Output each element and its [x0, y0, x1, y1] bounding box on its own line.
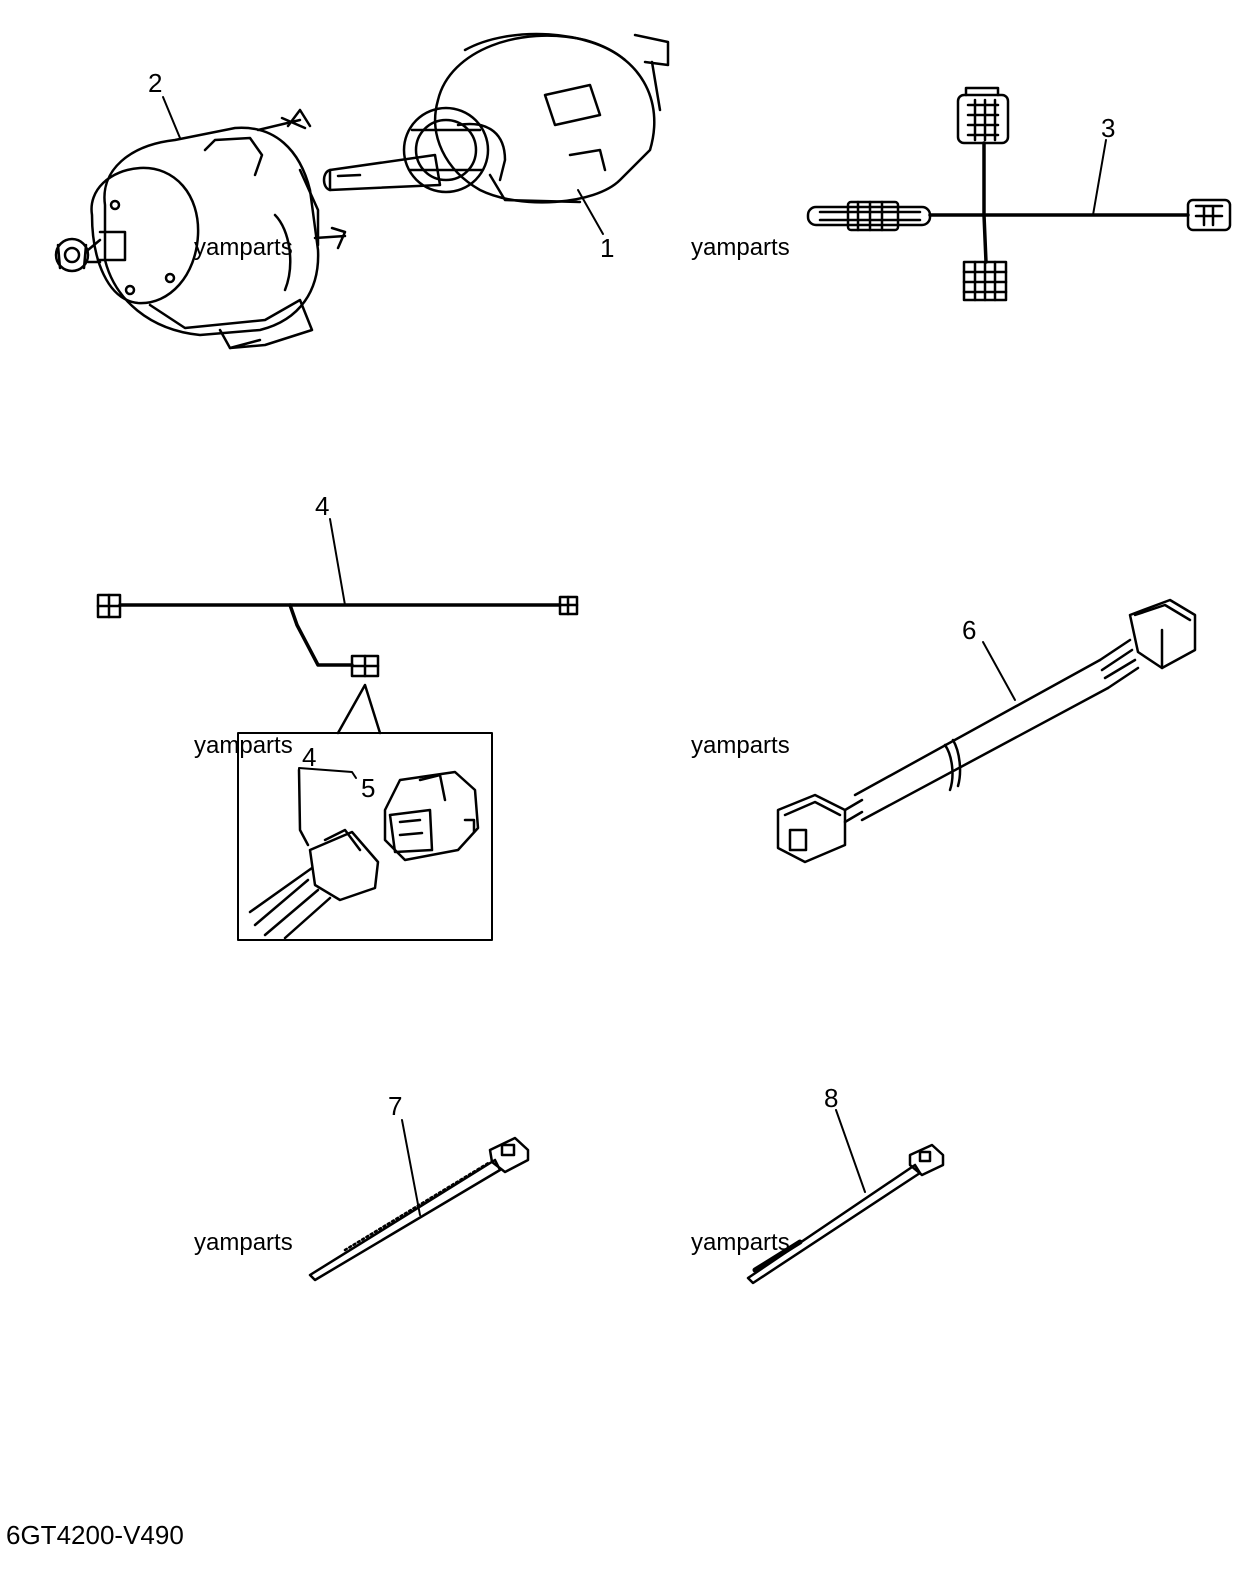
callout-5: 5 [361, 773, 375, 803]
callout-4-inset: 4 [302, 742, 316, 772]
watermark: yamparts [194, 732, 293, 759]
part-1-key-switch [322, 32, 670, 204]
part-4-sub-harness [96, 593, 579, 735]
callout-1: 1 [600, 233, 614, 263]
part-3-harness [806, 86, 1232, 302]
watermark: yamparts [691, 1229, 790, 1256]
callout-2: 2 [148, 68, 162, 98]
callouts: 2 1 3 4 4 5 6 7 8 [148, 68, 1115, 1121]
watermark: yamparts [691, 732, 790, 759]
watermark: yamparts [194, 1229, 293, 1256]
leader-lines [162, 96, 1107, 1216]
part-6-extension-cable [776, 598, 1197, 864]
detail-inset-box [237, 732, 493, 941]
watermark: yamparts [691, 234, 790, 261]
part-8-cable-tie [746, 1143, 945, 1285]
callout-3: 3 [1101, 113, 1115, 143]
callout-7: 7 [388, 1091, 402, 1121]
watermark: yamparts [194, 234, 293, 261]
part-2-helm-unit [54, 108, 347, 350]
callout-6: 6 [962, 615, 976, 645]
callout-4: 4 [315, 491, 329, 521]
watermarks: yamparts yamparts yamparts yamparts yamp… [194, 234, 790, 1256]
callout-8: 8 [824, 1083, 838, 1113]
diagram-code: 6GT4200-V490 [6, 1520, 184, 1550]
